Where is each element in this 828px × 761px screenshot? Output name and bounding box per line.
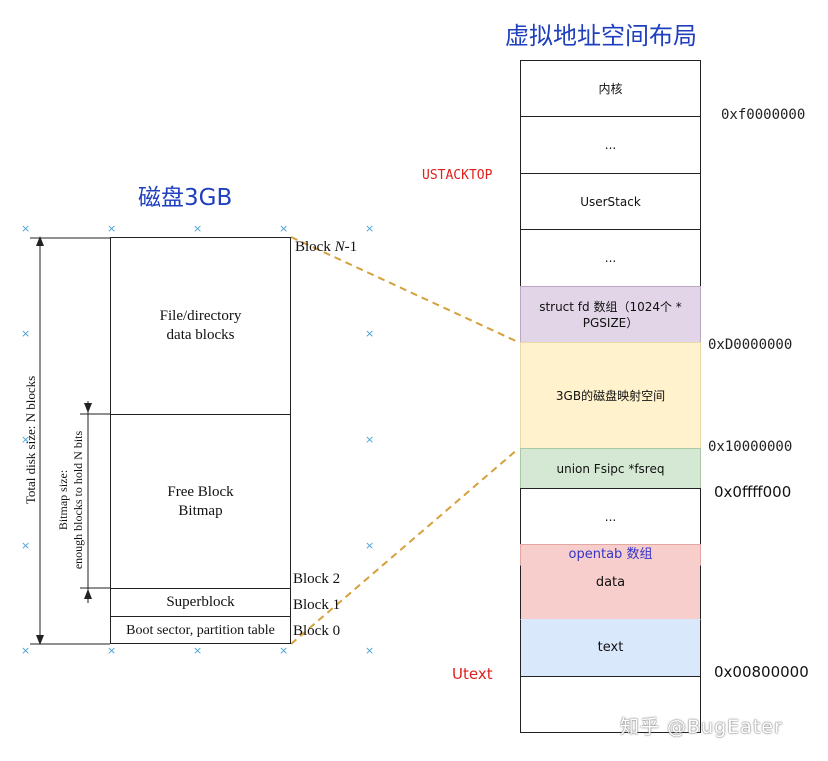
fsreq-address: 0x0ffff000 <box>714 483 792 501</box>
cross-marker: × <box>193 644 203 657</box>
cross-marker: × <box>21 433 31 446</box>
kernel-base-address: 0xf0000000 <box>721 107 806 123</box>
cross-marker: × <box>21 539 31 552</box>
cross-marker: × <box>279 644 289 657</box>
bottom-region <box>520 676 701 733</box>
block-0-label: Block 0 <box>293 623 341 639</box>
userstack-region: UserStack <box>520 173 701 230</box>
gap-region-1: ... <box>520 116 701 174</box>
fd-array-region: struct fd 数组（1024个 * PGSIZE） <box>520 286 701 343</box>
cross-marker: × <box>107 222 117 235</box>
text-region: text <box>520 619 701 677</box>
utext-address: 0x00800000 <box>714 663 809 681</box>
block-1-label: Block 1 <box>293 597 341 613</box>
opentab-region: opentab 数组 <box>520 544 701 566</box>
disk-map-base-address: 0x10000000 <box>708 439 793 455</box>
vas-title: 虚拟地址空间布局 <box>505 22 697 50</box>
cross-marker: × <box>21 644 31 657</box>
cross-marker: × <box>21 327 31 340</box>
disk-title: 磁盘3GB <box>138 185 233 211</box>
boot-sector: Boot sector, partition table <box>110 616 291 644</box>
file-blocks-line1: File/directory <box>159 308 242 324</box>
cross-marker: × <box>365 644 375 657</box>
cross-marker: × <box>365 222 375 235</box>
free-bitmap-line1: Free Block <box>167 483 234 500</box>
cross-marker: × <box>365 327 375 340</box>
ustacktop-label: USTACKTOP <box>422 168 493 183</box>
cross-marker: × <box>107 644 117 657</box>
data-region: data <box>520 565 701 620</box>
superblock-label: Superblock <box>166 594 235 610</box>
utext-label: Utext <box>452 665 493 683</box>
mapping-line-top <box>290 236 519 343</box>
cross-marker: × <box>365 433 375 446</box>
block-2-label: Block 2 <box>293 571 341 587</box>
disk-map-region: 3GB的磁盘映射空间 <box>520 342 701 449</box>
superblock: Superblock <box>110 588 291 617</box>
free-block-bitmap: Free Block Bitmap <box>110 414 291 589</box>
file-blocks-line2: data blocks <box>166 327 235 343</box>
fsreq-region: union Fsipc *fsreq <box>520 448 701 489</box>
kernel-region: 内核 <box>520 60 701 117</box>
free-bitmap-line2: Bitmap <box>178 502 223 519</box>
block-n-minus-1-label: Block N-1 <box>295 239 358 255</box>
file-data-blocks: File/directory data blocks <box>110 237 291 415</box>
cross-marker: × <box>193 222 203 235</box>
cross-marker: × <box>21 222 31 235</box>
disk-map-top-address: 0xD0000000 <box>708 337 793 353</box>
cross-marker: × <box>279 222 289 235</box>
watermark: 知乎 @BugEater <box>620 716 783 738</box>
gap-region-2: ... <box>520 229 701 287</box>
cross-marker: × <box>365 539 375 552</box>
boot-sector-label: Boot sector, partition table <box>126 622 275 638</box>
mapping-line-bottom <box>290 448 519 645</box>
gap-region-3: ... <box>520 488 701 545</box>
